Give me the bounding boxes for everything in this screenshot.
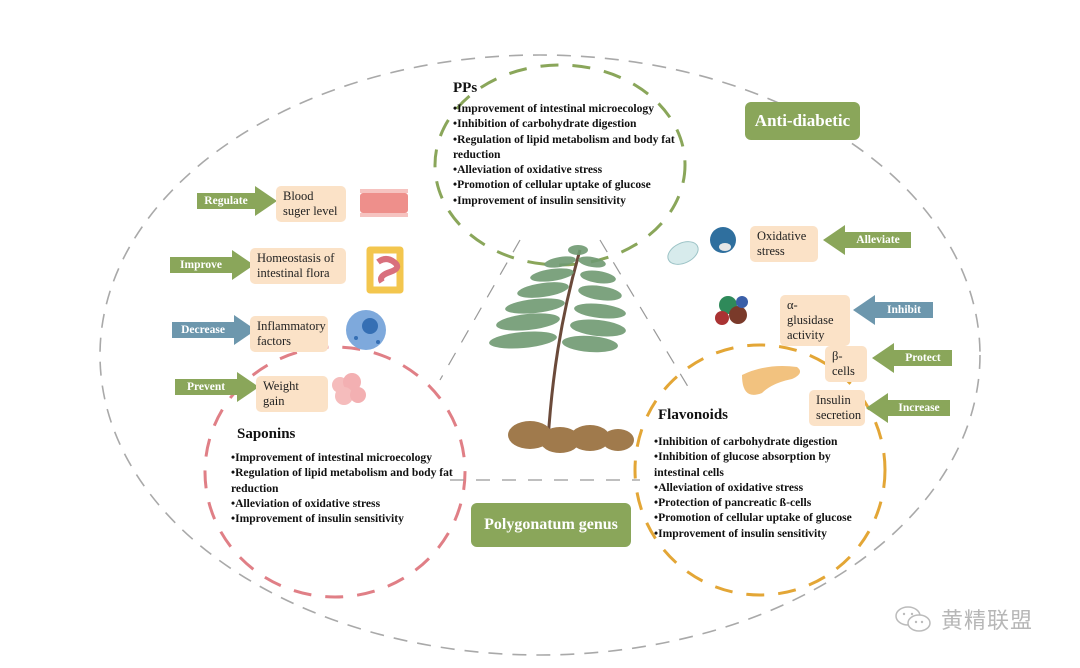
list-item: Improvement of intestinal microecology — [453, 101, 683, 116]
list-item: Inhibition of carbohydrate digestion — [654, 434, 879, 449]
list-item: Improvement of insulin sensitivity — [453, 193, 683, 208]
inhibit-arrow: Inhibit — [853, 295, 933, 325]
increase-arrow: Increase — [866, 393, 950, 423]
regulate-arrow: Regulate — [197, 186, 277, 216]
pps-title: PPs — [453, 80, 478, 96]
decrease-arrow: Decrease — [172, 315, 256, 345]
intestinal-flora-label: Homeostasis of intestinal flora — [250, 248, 346, 284]
saponins-ring — [203, 345, 467, 599]
list-item: Alleviation of oxidative stress — [654, 480, 879, 495]
polygonatum-genus-badge: Polygonatum genus — [471, 503, 631, 547]
icon-blood-vessel — [360, 189, 408, 217]
inflammatory-factors-label: Inflammatory factors — [250, 316, 328, 352]
weight-gain-label: Weight gain — [256, 376, 328, 412]
improve-arrow: Improve — [170, 250, 254, 280]
insulin-secretion-label: Insulin secretion — [809, 390, 865, 426]
list-item: Promotion of cellular uptake of glucose — [453, 177, 683, 192]
list-item: Inhibition of glucose absorption by inte… — [654, 449, 879, 480]
icon-pancreas — [742, 366, 801, 395]
flavonoids-benefit-list: Inhibition of carbohydrate digestion Inh… — [654, 434, 879, 541]
list-item: Improvement of intestinal microecology — [231, 450, 461, 465]
flavonoids-title: Flavonoids — [658, 407, 729, 423]
prevent-arrow: Prevent — [175, 372, 259, 402]
list-item: Improvement of insulin sensitivity — [654, 526, 879, 541]
list-item: Protection of pancreatic ß-cells — [654, 495, 879, 510]
list-item: Alleviation of oxidative stress — [453, 162, 683, 177]
list-item: Regulation of lipid metabolism and body … — [453, 132, 683, 163]
icon-mitochondria-cell — [667, 227, 736, 265]
plant-illustration — [489, 245, 634, 453]
alpha-glucosidase-label: α-glusidase activity — [780, 295, 850, 346]
list-item: Alleviation of oxidative stress — [231, 496, 461, 511]
icon-enzyme-protein — [715, 296, 748, 325]
blood-sugar-label: Blood suger level — [276, 186, 346, 222]
outer-ring — [99, 54, 981, 656]
flavonoids-ring — [633, 343, 887, 597]
beta-cells-label: β-cells — [825, 346, 867, 382]
protect-arrow: Protect — [872, 343, 952, 373]
icon-fat-tissue — [332, 373, 366, 405]
icon-immune-cell — [346, 310, 386, 350]
list-item: Improvement of insulin sensitivity — [231, 511, 461, 526]
watermark: 黄精联盟 — [893, 603, 1033, 635]
alleviate-arrow: Alleviate — [823, 225, 911, 255]
pps-benefit-list: Improvement of intestinal microecology I… — [453, 101, 683, 208]
saponins-title: Saponins — [237, 426, 296, 442]
oxidative-stress-label: Oxidative stress — [750, 226, 818, 262]
list-item: Regulation of lipid metabolism and body … — [231, 465, 461, 496]
saponins-benefit-list: Improvement of intestinal microecology R… — [231, 450, 461, 526]
watermark-text: 黄精联盟 — [941, 609, 1034, 634]
anti-diabetic-badge: Anti-diabetic — [745, 102, 860, 140]
icon-intestine — [366, 246, 404, 294]
list-item: Inhibition of carbohydrate digestion — [453, 116, 683, 131]
list-item: Promotion of cellular uptake of glucose — [654, 510, 879, 525]
wechat-icon — [895, 606, 931, 632]
center-divider-lines — [439, 239, 691, 481]
